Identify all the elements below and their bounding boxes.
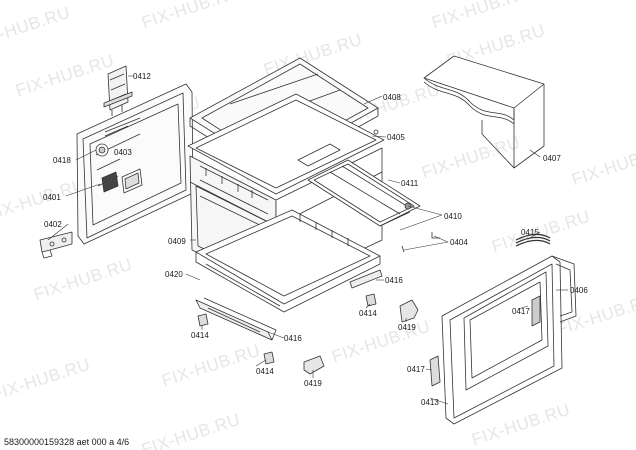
- callout-0412: 0412: [133, 72, 151, 81]
- callout-0419-lower: 0419: [304, 379, 322, 388]
- leader-lines: [47, 75, 568, 405]
- callout-0414-right: 0414: [359, 309, 377, 318]
- part-0416-rail-right: [349, 269, 383, 289]
- callout-0418: 0418: [53, 156, 71, 165]
- callout-0402: 0402: [44, 220, 62, 229]
- callout-0401: 0401: [43, 193, 61, 202]
- callout-0417-right: 0417: [512, 307, 530, 316]
- document-footer: 58300000159328 aet 000 a 4/6: [4, 437, 130, 447]
- callout-0415: 0415: [521, 228, 539, 237]
- callout-0411: 0411: [401, 179, 419, 188]
- callout-0406: 0406: [570, 286, 588, 295]
- callout-0403: 0403: [114, 148, 132, 157]
- part-0419-bumpers: [303, 299, 419, 375]
- callout-0419-right: 0419: [398, 323, 416, 332]
- part-0415-gasket: [515, 233, 551, 247]
- callout-0414-lower: 0414: [256, 367, 274, 376]
- callout-0416-lower: 0416: [284, 334, 302, 343]
- callout-0405: 0405: [387, 133, 405, 142]
- callout-0420: 0420: [165, 270, 183, 279]
- callout-0404: 0404: [450, 238, 468, 247]
- part-0406-door-frame: [429, 255, 577, 425]
- part-0405-cavity-top: [187, 93, 385, 195]
- part-0407-insulation: [423, 55, 545, 169]
- callout-0408: 0408: [383, 93, 401, 102]
- callout-0407: 0407: [543, 154, 561, 163]
- part-0411-rack: [307, 159, 421, 227]
- part-0416-rail-lower: [195, 297, 277, 341]
- callout-0410: 0410: [444, 212, 462, 221]
- part-lower-cavity: [195, 209, 381, 313]
- part-0402-bracket: [39, 231, 73, 259]
- callout-0413: 0413: [421, 398, 439, 407]
- callout-0414-left: 0414: [191, 331, 209, 340]
- part-0414-clips: [197, 293, 377, 365]
- callout-0417-left: 0417: [407, 365, 425, 374]
- part-0418-inner-door: [76, 83, 194, 245]
- part-0412-hinge: [103, 65, 133, 116]
- callout-0416-right: 0416: [385, 276, 403, 285]
- part-0404-wires: [379, 211, 440, 253]
- callout-0409: 0409: [168, 237, 186, 246]
